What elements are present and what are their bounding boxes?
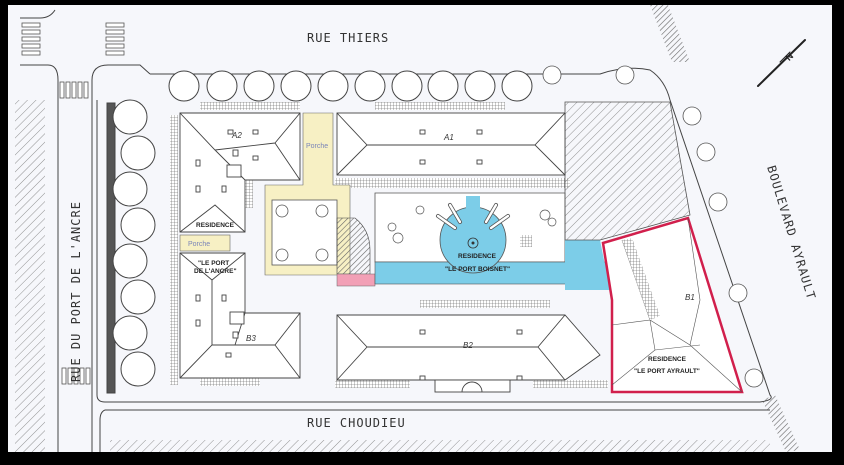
crossing-hatch xyxy=(650,5,800,452)
building-label-b2: B2 xyxy=(463,341,473,350)
building-label-a1: A1 xyxy=(443,133,454,142)
crosswalks xyxy=(21,22,125,385)
residence-ayrault-title: RESIDENCE xyxy=(648,356,687,363)
hatched-strip-bottom xyxy=(110,440,770,452)
porche-label-top: Porche xyxy=(306,143,328,150)
hatched-block-right xyxy=(564,101,691,241)
building-label-b3: B3 xyxy=(246,334,256,343)
residence-ancre-title: RESIDENCE xyxy=(196,222,235,229)
building-b1 xyxy=(601,216,744,394)
building-label-a2: A2 xyxy=(231,131,242,140)
hatched-block-left xyxy=(15,100,45,452)
residence-ayrault-name: "LE PORT AYRAULT" xyxy=(634,368,700,375)
residence-ancre-name-1: "LE PORT xyxy=(198,260,229,267)
street-label-boulevard-ayrault: BOULEVARD AYRAULT xyxy=(764,164,818,302)
street-label-rue-thiers: RUE THIERS xyxy=(307,31,389,45)
site-plan-map: N RUE THIERS RUE DU PORT DE L'ANCRE BOUL… xyxy=(8,5,832,452)
residence-boisnet-title: RESIDENCE xyxy=(458,253,497,260)
street-label-rue-choudieu: RUE CHOUDIEU xyxy=(307,416,406,430)
building-label-b1: B1 xyxy=(685,293,695,302)
residence-ancre-name-2: DE L'ANCRE" xyxy=(194,268,237,275)
building-a1 xyxy=(336,112,566,176)
building-b3 xyxy=(179,252,301,379)
porche-label-left: Porche xyxy=(188,241,210,248)
north-arrow xyxy=(757,39,806,87)
tree-row-top xyxy=(168,70,533,102)
north-arrow-label: N xyxy=(784,51,796,63)
zone-le-port-boisnet xyxy=(374,192,616,290)
tree-column-left xyxy=(106,99,156,394)
residence-boisnet-name: "LE PORT BOISNET" xyxy=(445,266,510,273)
ramp-structure xyxy=(336,217,376,287)
street-label-rue-du-port-de-lancre: RUE DU PORT DE L'ANCRE xyxy=(69,201,83,382)
building-b2 xyxy=(336,314,601,393)
street-outlines xyxy=(20,9,772,452)
tree-row-right xyxy=(542,65,764,388)
building-a2 xyxy=(179,112,301,233)
